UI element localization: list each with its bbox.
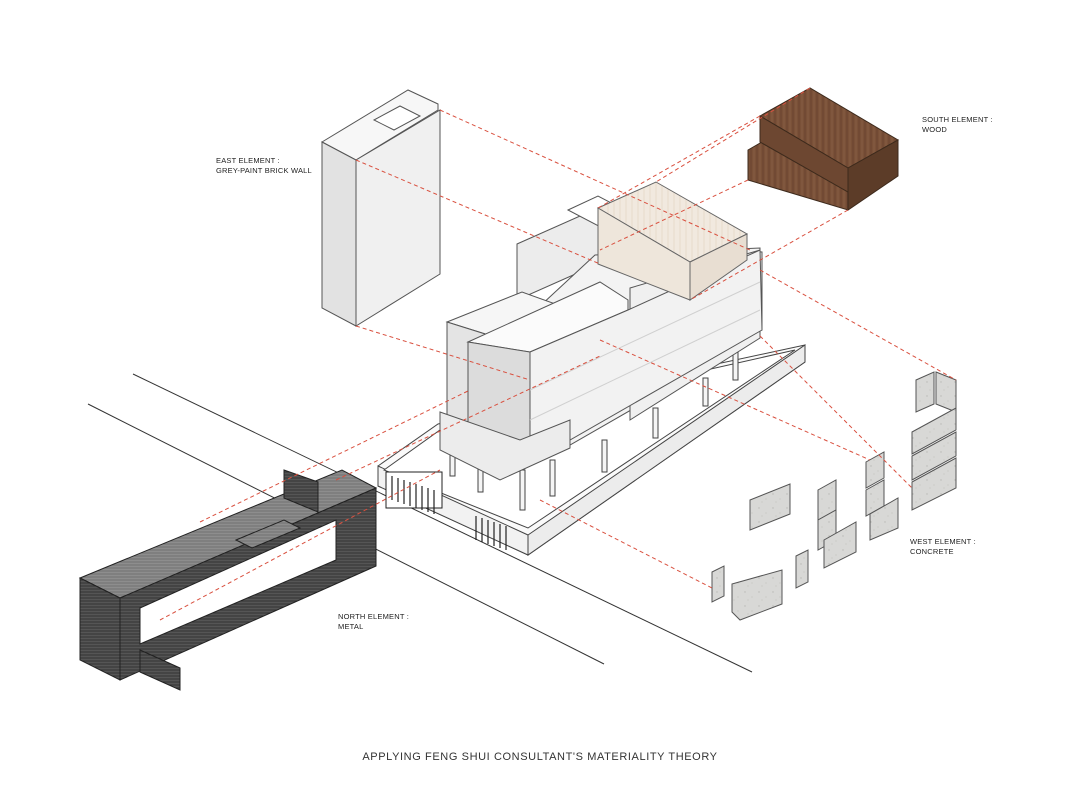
north-element-metal [78,469,378,691]
north-element-material: METAL [338,622,364,631]
east-element-wall [320,89,441,327]
projection-lines [159,87,957,621]
gate-left [385,471,443,514]
north-element-title: NORTH ELEMENT : [338,612,410,621]
south-element-material: WOOD [922,125,947,134]
west-element-title: WEST ELEMENT : [910,537,976,546]
east-element-label: EAST ELEMENT : GREY-PAINT BRICK WALL [216,156,312,176]
west-element-material: CONCRETE [910,547,954,556]
south-element-title: SOUTH ELEMENT : [922,115,993,124]
north-element-label: NORTH ELEMENT : METAL [338,612,409,632]
columns [449,345,739,511]
diagram-caption: APPLYING FENG SHUI CONSULTANT'S MATERIAL… [362,751,718,763]
east-element-material: GREY-PAINT BRICK WALL [216,166,312,175]
gate-right [475,516,507,550]
west-element-concrete [711,371,957,621]
building-wood-roof [596,181,749,301]
south-element-wood [747,87,900,211]
south-element-label: SOUTH ELEMENT : WOOD [922,115,993,135]
east-element-title: EAST ELEMENT : [216,156,280,165]
west-element-label: WEST ELEMENT : CONCRETE [910,537,976,557]
